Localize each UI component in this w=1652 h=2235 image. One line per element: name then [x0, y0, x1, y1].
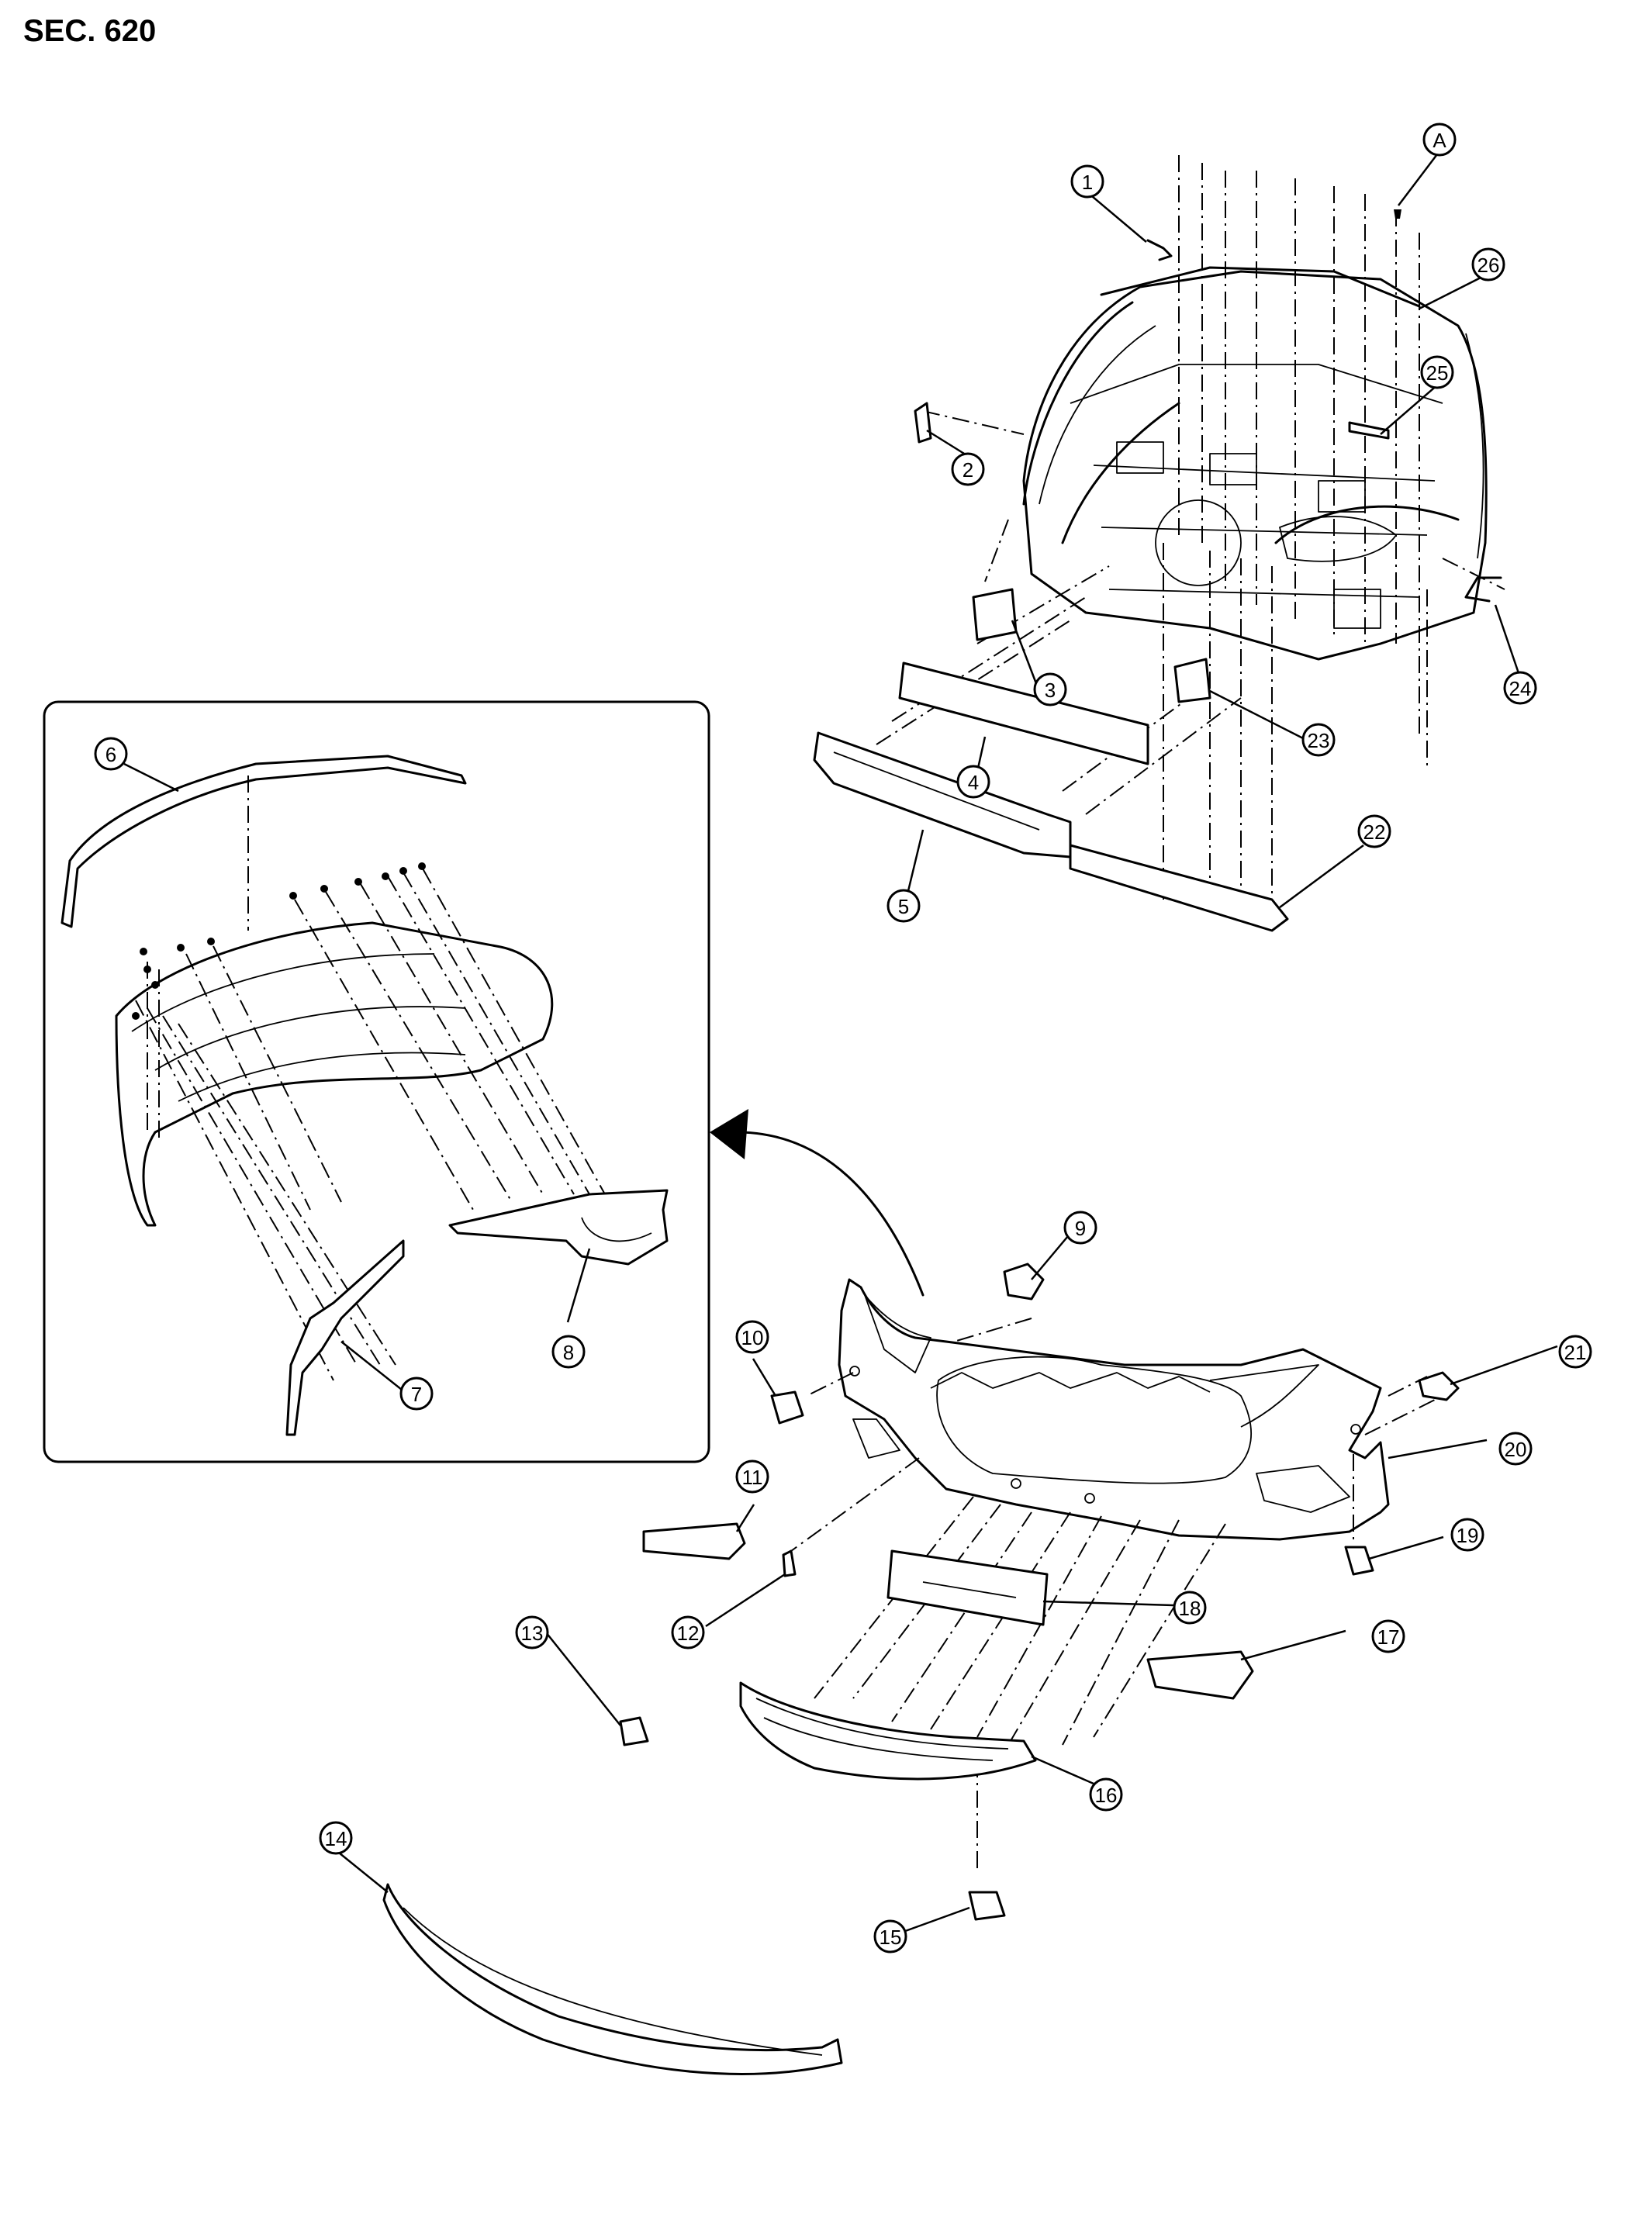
svg-text:24: 24 — [1509, 677, 1532, 700]
callout-3: 3 — [1033, 672, 1067, 706]
callout-a: A — [1422, 123, 1457, 157]
callout-11: 11 — [735, 1459, 769, 1494]
bracket-part-2 — [914, 402, 932, 444]
callout-24: 24 — [1503, 671, 1537, 705]
svg-text:4: 4 — [968, 771, 979, 794]
callout-6: 6 — [94, 737, 128, 771]
svg-text:2: 2 — [963, 458, 973, 482]
inset-arrow — [735, 1131, 924, 1297]
inset-arrow-head — [710, 1109, 748, 1159]
svg-text:11: 11 — [742, 1466, 763, 1489]
svg-text:12: 12 — [677, 1622, 700, 1645]
absorber-part-22 — [1069, 844, 1289, 932]
sensor-part-15 — [968, 1891, 1006, 1921]
svg-text:10: 10 — [741, 1326, 764, 1349]
spoiler-part-14 — [382, 1883, 843, 2075]
callout-13: 13 — [515, 1615, 549, 1649]
callout-9: 9 — [1063, 1211, 1097, 1245]
callout-5: 5 — [886, 889, 921, 923]
svg-text:5: 5 — [898, 895, 909, 918]
svg-text:7: 7 — [411, 1383, 422, 1406]
clip-part-25 — [1348, 421, 1390, 440]
callout-21: 21 — [1558, 1335, 1592, 1369]
svg-text:25: 25 — [1426, 361, 1449, 385]
sensor-part-19 — [1344, 1546, 1374, 1576]
front-bumper-fascia-part-20 — [838, 1278, 1390, 1541]
svg-text:3: 3 — [1045, 679, 1056, 702]
bumper-beam-part-5 — [813, 731, 1072, 858]
bracket-part-17 — [1146, 1650, 1254, 1700]
callout-16: 16 — [1089, 1777, 1123, 1812]
svg-text:26: 26 — [1477, 254, 1500, 277]
svg-text:15: 15 — [880, 1926, 902, 1949]
callout-1: 1 — [1070, 164, 1104, 199]
callout-14: 14 — [319, 1821, 353, 1855]
callout-8: 8 — [551, 1335, 586, 1369]
svg-text:A: A — [1433, 129, 1446, 152]
hood-seal-part-26 — [1100, 266, 1421, 308]
callout-19: 19 — [1450, 1518, 1484, 1552]
callout-22: 22 — [1357, 814, 1391, 848]
svg-text:19: 19 — [1457, 1524, 1479, 1547]
bracket-part-11 — [642, 1522, 746, 1560]
svg-text:16: 16 — [1095, 1784, 1118, 1807]
callout-20: 20 — [1498, 1432, 1533, 1466]
svg-text:20: 20 — [1505, 1438, 1527, 1461]
bracket-part-23 — [1173, 658, 1211, 703]
callout-26: 26 — [1471, 247, 1505, 282]
bolt-a — [1394, 209, 1401, 219]
clip-part-1 — [1146, 239, 1173, 261]
callout-15: 15 — [873, 1919, 907, 1953]
svg-text:21: 21 — [1564, 1341, 1587, 1364]
sensor-part-13 — [619, 1716, 649, 1746]
detail-inset-panel — [43, 700, 710, 1463]
bracket-part-21 — [1418, 1371, 1460, 1401]
callout-12: 12 — [671, 1615, 705, 1649]
sensor-part-10 — [770, 1390, 804, 1425]
reinforcement-part-4 — [898, 662, 1149, 765]
grille-part-16 — [739, 1681, 1037, 1781]
svg-text:18: 18 — [1179, 1597, 1201, 1620]
callout-18: 18 — [1173, 1591, 1207, 1625]
bracket-part-3 — [972, 588, 1018, 641]
callout-2: 2 — [951, 452, 985, 486]
svg-text:13: 13 — [521, 1622, 544, 1645]
svg-text:8: 8 — [563, 1341, 574, 1364]
svg-text:22: 22 — [1363, 820, 1386, 844]
svg-text:23: 23 — [1308, 729, 1330, 752]
vehicle-front-body — [1022, 270, 1488, 661]
callout-23: 23 — [1301, 723, 1336, 757]
svg-text:6: 6 — [105, 743, 116, 766]
svg-text:14: 14 — [325, 1827, 347, 1850]
bracket-part-24 — [1464, 576, 1502, 603]
svg-text:17: 17 — [1377, 1625, 1400, 1649]
svg-text:1: 1 — [1082, 171, 1093, 194]
callout-25: 25 — [1420, 355, 1454, 389]
clip-part-12 — [782, 1549, 797, 1577]
callout-4: 4 — [956, 765, 990, 799]
callout-17: 17 — [1371, 1619, 1405, 1653]
bracket-part-9 — [1003, 1263, 1045, 1301]
svg-text:9: 9 — [1075, 1217, 1086, 1240]
callout-7: 7 — [399, 1377, 434, 1411]
bracket-part-18 — [886, 1549, 1049, 1626]
callout-10: 10 — [735, 1320, 769, 1354]
section-title: SEC. 620 — [23, 14, 157, 48]
